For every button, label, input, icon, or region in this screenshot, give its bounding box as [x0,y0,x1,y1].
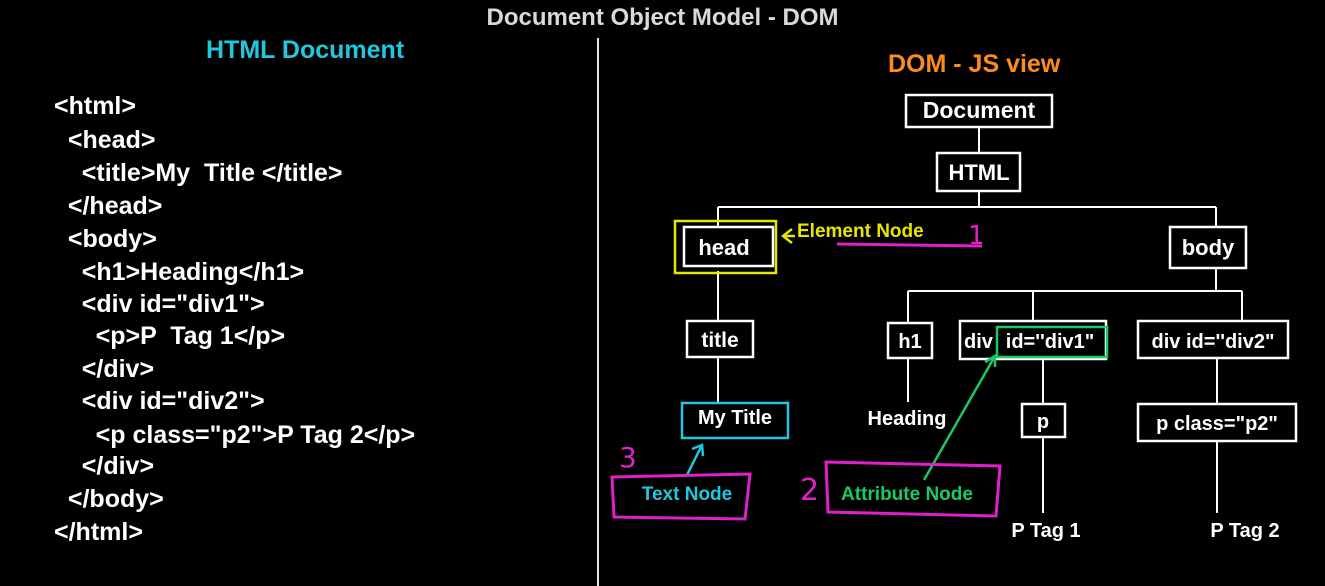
code-line: </head> [54,192,163,220]
p1-node-label: p [1037,411,1049,433]
body-node-box [1168,225,1248,270]
h1-node-label: h1 [898,331,921,353]
my-title-node-label: My Title [698,407,772,429]
code-line: </div> [54,452,155,480]
text-node-label: Text Node [642,484,732,505]
page-title: Document Object Model - DOM [486,4,839,31]
div1-tag-label: div [964,331,994,353]
p2-node-label: p class="p2" [1156,413,1278,435]
code-line: <p>P Tag 1</p> [54,322,286,350]
element-node-highlight [673,219,778,275]
code-line: </div> [54,355,155,383]
document-node-box [904,93,1054,129]
div2-node-box [1136,319,1290,360]
attribute-node-label: Attribute Node [841,484,973,505]
p2-node-box [1136,402,1298,443]
text-node-number: 3 [619,441,637,474]
code-line: <title>My Title </title> [54,159,343,187]
text-node-box [610,472,752,521]
code-line: <html> [54,92,136,120]
element-node-label: Element Node [797,221,924,242]
html-document-heading: HTML Document [206,36,405,64]
title-node-box [685,319,755,359]
p1-node-box [1020,402,1067,439]
div1-attribute-label: id=''div1" [1006,331,1094,353]
element-node-arrow [780,228,795,244]
heading-text-label: Heading [868,408,947,430]
code-line: </html> [54,518,143,546]
dom-js-view-heading: DOM - JS view [888,50,1061,78]
tree-node-boxes [682,93,1298,443]
div2-node-label: div id=''div2" [1152,331,1275,353]
body-node-label: body [1182,235,1235,260]
html-node-box [935,151,1022,193]
panel-divider [597,38,599,586]
head-node-box [682,225,775,268]
element-node-underline [836,242,983,248]
tree-connectors [717,127,1243,513]
element-node-number: 1 [968,221,985,251]
title-node-label: title [701,329,738,352]
p-tag-1-text-label: P Tag 1 [1011,520,1080,542]
my-title-text-node-box [680,401,790,440]
code-line: <h1>Heading</h1> [54,258,305,286]
attribute-highlight [995,325,1109,359]
text-node-arrow [685,443,705,476]
attribute-node-arrow [922,353,997,481]
attribute-node-box [824,460,1002,518]
code-line: </body> [54,485,164,513]
code-line: <p class="p2">P Tag 2</p> [54,421,416,449]
code-line: <div id="div1"> [54,290,265,318]
html-node-label: HTML [948,160,1009,185]
attribute-node-number: 2 [800,473,819,508]
h1-node-box [886,321,934,360]
code-line: <div id="div2"> [54,387,265,415]
code-line: <head> [54,126,156,154]
document-node-label: Document [923,97,1036,123]
p-tag-2-text-label: P Tag 2 [1210,520,1279,542]
head-node-label: head [698,235,749,260]
code-line: <body> [54,225,157,253]
